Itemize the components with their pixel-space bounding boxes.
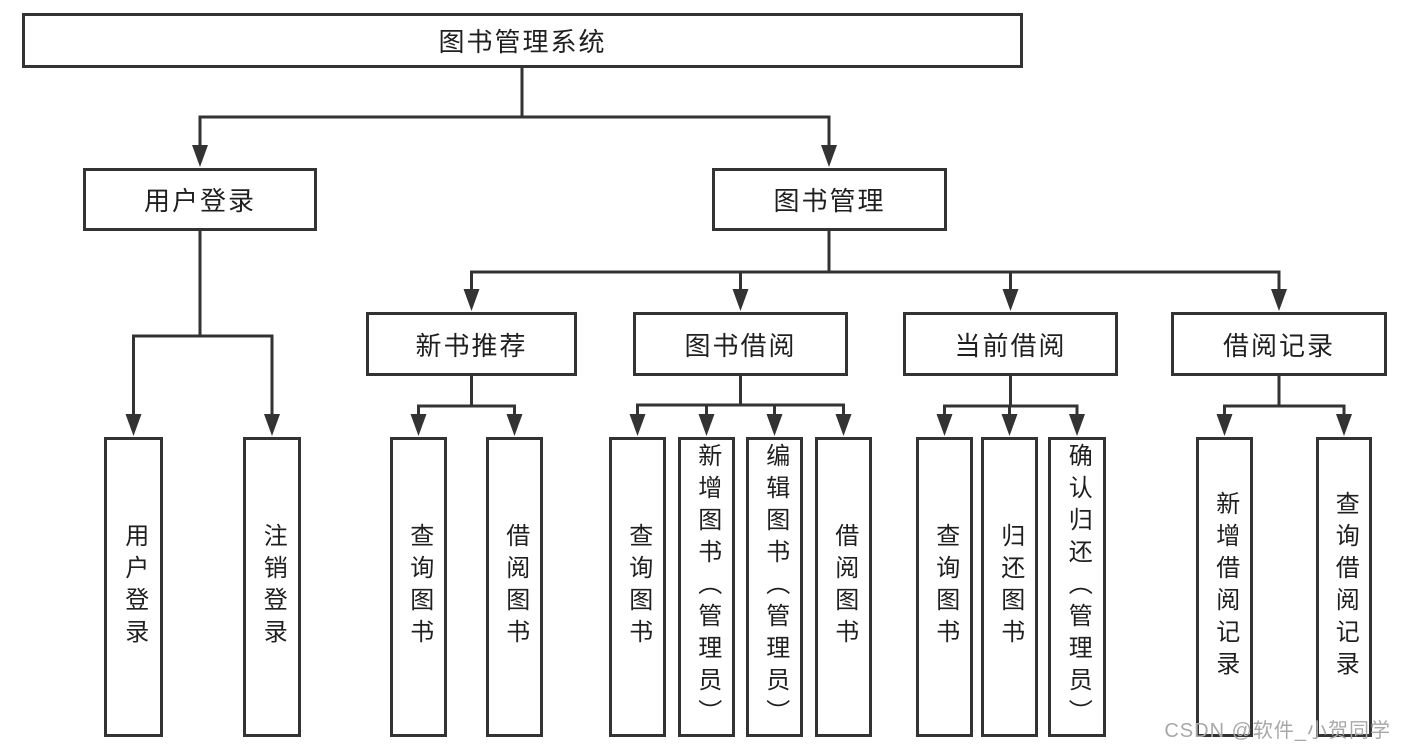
node-book-mgmt-label: 图书管理 (773, 186, 886, 216)
connector-user-login (125, 231, 280, 436)
leaf-cur-query-book-label: 查询图书 (931, 523, 959, 651)
leaf-cur-confirm-return-label: 确认归还（管理员） (1064, 443, 1092, 731)
watermark: CSDN @软件_小贺同学 (1164, 720, 1391, 742)
leaf-cur-return-book-label: 归还图书 (996, 523, 1024, 651)
leaf-records-add-label: 新增借阅记录 (1211, 491, 1239, 683)
leaf-bb-borrow-book: 借阅图书 (815, 437, 872, 737)
leaf-user-login: 用户登录 (104, 437, 163, 737)
leaf-logout: 注销登录 (243, 437, 301, 737)
leaf-bb-add-book: 新增图书（管理员） (678, 437, 735, 737)
leaf-bb-query-book: 查询图书 (609, 437, 666, 737)
arrow-down-icon (125, 414, 142, 436)
leaf-rec-borrow-book-label: 借阅图书 (501, 523, 529, 651)
leaf-cur-confirm-return: 确认归还（管理员） (1048, 437, 1106, 737)
arrow-down-icon (1002, 289, 1019, 311)
arrow-down-icon (192, 145, 208, 167)
arrow-down-icon (1069, 414, 1085, 436)
node-current-borrow-label: 当前借阅 (954, 330, 1067, 361)
arrow-down-icon (732, 289, 749, 311)
node-current-borrow: 当前借阅 (903, 312, 1118, 376)
arrow-down-icon (821, 145, 837, 167)
connector-book-mgmt (463, 231, 1287, 311)
node-new-book-rec: 新书推荐 (366, 312, 577, 376)
node-user-login: 用户登录 (83, 168, 317, 231)
node-book-borrow: 图书借阅 (633, 312, 848, 376)
arrow-down-icon (835, 414, 852, 436)
connector-current-borrow (936, 376, 1085, 436)
node-borrow-records: 借阅记录 (1171, 312, 1387, 376)
node-book-borrow-label: 图书借阅 (684, 330, 797, 361)
arrow-down-icon (463, 289, 480, 311)
connector-new-book-rec (410, 376, 523, 436)
arrow-down-icon (1271, 289, 1287, 311)
connector-borrow-records (1216, 376, 1352, 436)
node-book-mgmt: 图书管理 (712, 168, 947, 231)
arrow-down-icon (629, 414, 646, 436)
leaf-cur-query-book: 查询图书 (916, 437, 973, 737)
connector-root (192, 68, 837, 167)
leaf-logout-label: 注销登录 (259, 523, 287, 651)
arrow-down-icon (410, 414, 427, 436)
node-root: 图书管理系统 (22, 13, 1023, 68)
arrow-down-icon (1001, 414, 1018, 436)
arrow-down-icon (264, 414, 280, 436)
leaf-records-query: 查询借阅记录 (1316, 437, 1372, 737)
leaf-bb-add-book-label: 新增图书（管理员） (693, 443, 721, 731)
leaf-rec-borrow-book: 借阅图书 (486, 437, 543, 737)
arrow-down-icon (936, 414, 953, 436)
arrow-down-icon (1336, 414, 1352, 436)
arrow-down-icon (698, 414, 715, 436)
leaf-bb-edit-book: 编辑图书（管理员） (746, 437, 803, 737)
node-user-login-label: 用户登录 (143, 186, 256, 216)
node-borrow-records-label: 借阅记录 (1222, 330, 1335, 361)
node-new-book-rec-label: 新书推荐 (415, 330, 528, 361)
leaf-bb-query-book-label: 查询图书 (624, 523, 652, 651)
arrow-down-icon (1216, 414, 1233, 436)
leaf-user-login-label: 用户登录 (120, 523, 148, 651)
arrow-down-icon (506, 414, 523, 436)
leaf-bb-edit-book-label: 编辑图书（管理员） (761, 443, 789, 731)
leaf-cur-return-book: 归还图书 (981, 437, 1038, 737)
leaf-bb-borrow-book-label: 借阅图书 (830, 523, 858, 651)
leaf-rec-query-book-label: 查询图书 (405, 523, 433, 651)
leaf-records-query-label: 查询借阅记录 (1331, 491, 1359, 683)
leaf-rec-query-book: 查询图书 (390, 437, 447, 737)
leaf-records-add: 新增借阅记录 (1196, 437, 1253, 737)
arrow-down-icon (766, 414, 783, 436)
node-root-label: 图书管理系统 (438, 27, 607, 57)
connector-book-borrow (629, 376, 852, 436)
